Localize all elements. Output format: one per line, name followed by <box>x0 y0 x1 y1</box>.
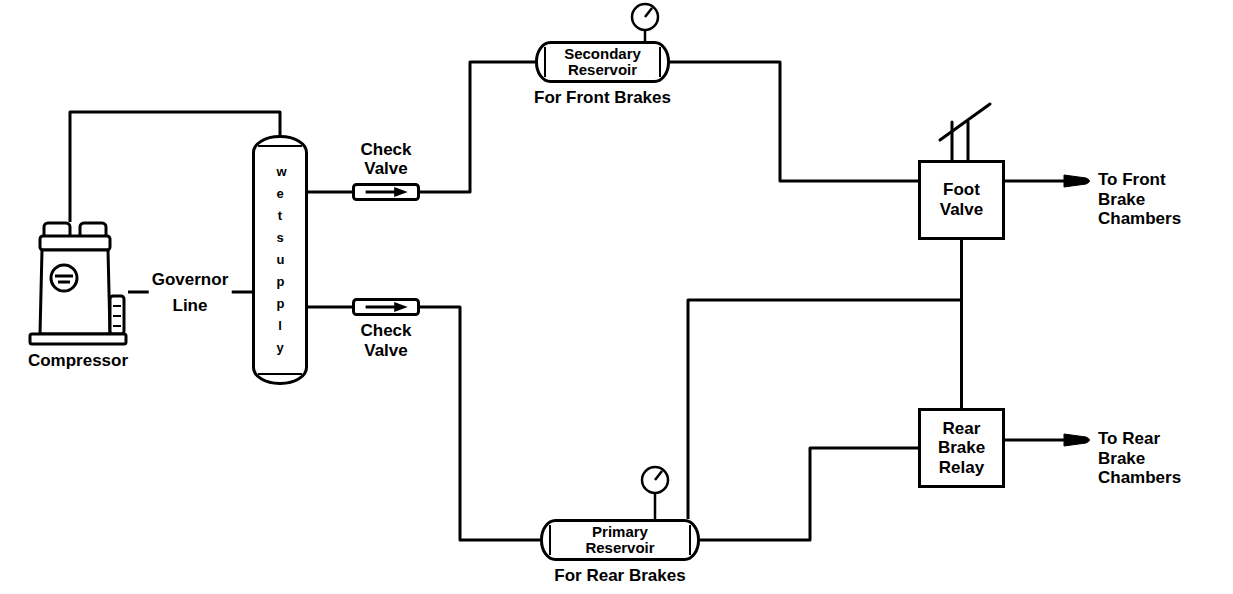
tank-seam <box>258 145 302 147</box>
pedal-post <box>951 122 954 160</box>
compressor-drawing <box>30 223 126 344</box>
tank-outline <box>537 43 669 82</box>
air-line <box>70 112 280 222</box>
wet-tank: wet supply <box>252 135 308 385</box>
box-outline <box>920 162 1004 239</box>
brake-pedal <box>940 104 990 160</box>
tank-outline <box>254 137 307 384</box>
flow-arrow-shaft <box>366 306 397 309</box>
node-caption: Compressor <box>28 351 128 371</box>
valve-outline <box>354 300 419 315</box>
air-line <box>308 191 352 194</box>
air-line <box>308 306 352 309</box>
node-caption: Check Valve <box>360 140 411 179</box>
flow-arrow-head <box>394 302 408 312</box>
flow-arrow-shaft <box>366 191 397 194</box>
outlet-line <box>1005 439 1068 442</box>
compressor: Compressor <box>28 222 128 346</box>
tank-outline <box>542 521 699 560</box>
outlet-label: To Front Brake Chambers <box>1098 170 1203 229</box>
compressor-body <box>40 250 110 334</box>
pedal-plate <box>940 104 990 140</box>
compressor-base <box>30 334 126 344</box>
outlet-arrow <box>1005 434 1090 446</box>
compressor-pulley-ribs <box>113 306 121 326</box>
node-label: wet supply <box>276 161 283 359</box>
gauge-needle <box>645 8 652 17</box>
tank-seam <box>659 47 661 77</box>
tank-seam <box>549 525 551 555</box>
tank-seam <box>258 373 302 375</box>
outlet-head <box>1064 434 1090 446</box>
check-valve-outline <box>352 183 420 201</box>
valve-box: Foot Valve <box>918 160 1005 240</box>
gauge-dial <box>642 467 668 493</box>
check-valve-outline <box>352 298 420 316</box>
compressor-emblem-mark <box>55 276 73 282</box>
tank-seam <box>544 47 546 77</box>
outlet-head <box>1064 175 1090 187</box>
valve-outline <box>354 185 419 200</box>
relay-box: Rear Brake Relay <box>918 408 1005 488</box>
gauge-stem <box>644 30 647 41</box>
air-line <box>960 240 963 408</box>
node-label: Rear Brake Relay <box>938 419 985 478</box>
check-valve: Check Valve <box>352 298 420 316</box>
compressor-emblem <box>51 265 77 291</box>
node-caption: Check Valve <box>360 321 411 360</box>
outlet-arrow <box>1005 175 1090 187</box>
gauge-dial <box>632 4 658 30</box>
outlet-line <box>1005 180 1068 183</box>
box-outline <box>920 410 1004 487</box>
air-line <box>420 307 540 540</box>
node-caption: For Front Brakes <box>534 88 671 108</box>
pedal-post <box>967 122 970 160</box>
compressor-pulley <box>110 296 124 334</box>
node-label: Secondary Reservoir <box>564 46 641 78</box>
air-line <box>670 62 918 181</box>
node-caption: For Rear Brakes <box>554 566 685 586</box>
node-label: Primary Reservoir <box>585 524 654 556</box>
flow-arrow-head <box>394 187 408 197</box>
node-label: Foot Valve <box>940 180 983 219</box>
reservoir: Secondary ReservoirFor Front Brakes <box>535 41 670 83</box>
outlet-label: To Rear Brake Chambers <box>1098 429 1203 488</box>
line-label: Governor Line <box>149 267 232 318</box>
tank-seam <box>689 525 691 555</box>
air-line <box>420 62 535 192</box>
gauge-stem <box>654 493 657 519</box>
compressor-head <box>40 236 110 250</box>
pressure-gauge <box>642 467 668 519</box>
air-line <box>700 448 918 540</box>
reservoir: Primary ReservoirFor Rear Brakes <box>540 519 700 561</box>
check-valve: Check Valve <box>352 183 420 201</box>
pressure-gauge <box>632 4 658 41</box>
gauge-needle <box>655 471 662 480</box>
